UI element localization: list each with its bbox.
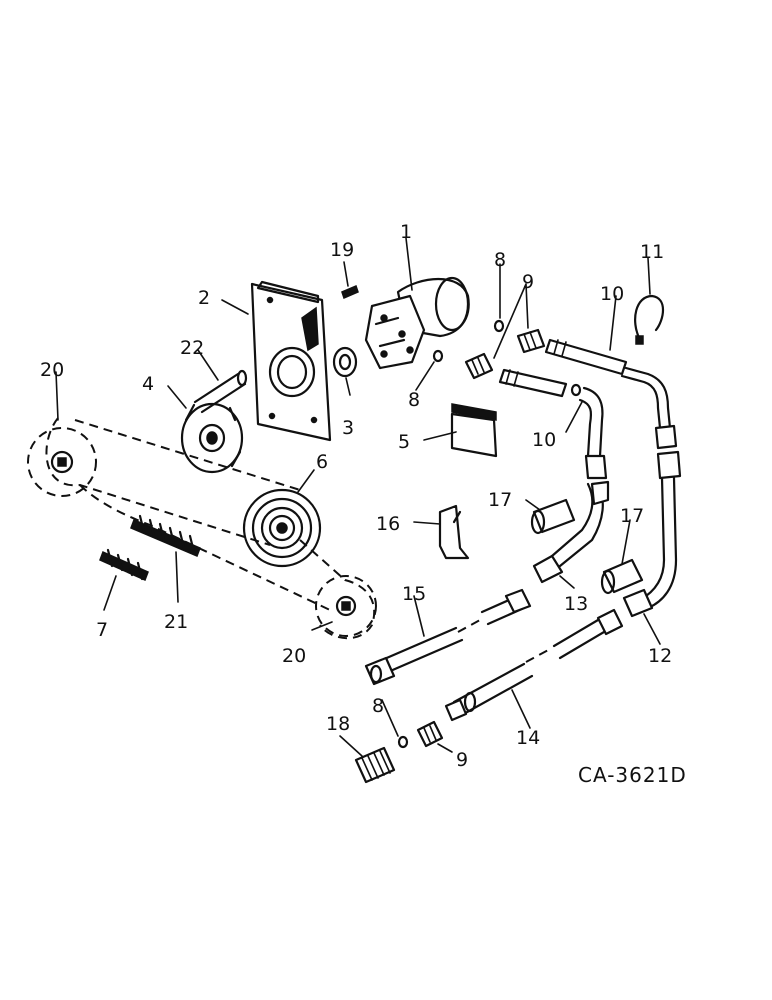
- callout-21: 21: [164, 611, 188, 633]
- callout-7: 7: [96, 619, 108, 641]
- shaft-22: [193, 369, 248, 414]
- elbow-tube-10-lower: [498, 368, 608, 480]
- callout-9-upper: 9: [522, 271, 534, 293]
- callout-10-upper: 10: [600, 283, 624, 305]
- callout-5: 5: [398, 431, 410, 453]
- nut-3: [332, 346, 358, 378]
- sprocket-20-left: [27, 427, 97, 497]
- bracket-16: [438, 504, 470, 560]
- callout-17-right: 17: [620, 505, 644, 527]
- o-ring-8-lower: [397, 735, 409, 749]
- key-19: [341, 284, 359, 300]
- mounting-plate-2: [250, 280, 332, 442]
- callout-3: 3: [342, 417, 354, 439]
- hydraulic-motor-1: [364, 276, 470, 370]
- callout-2: 2: [198, 287, 210, 309]
- callout-15: 15: [402, 583, 426, 605]
- callout-22: 22: [180, 337, 204, 359]
- callout-18: 18: [326, 713, 350, 735]
- callout-8-upper: 8: [494, 249, 506, 271]
- callout-11: 11: [640, 241, 664, 263]
- adapter-18: [354, 746, 396, 784]
- callout-8-middle: 8: [408, 389, 420, 411]
- callout-1: 1: [400, 221, 412, 243]
- clamp-11: [634, 294, 665, 345]
- leader-lines: [55, 237, 661, 757]
- callout-labels: 1 2 3 4 5 6 7 8 8 8 9 9 9 10 10 11 12 13…: [40, 221, 687, 787]
- callout-8-lower: 8: [372, 695, 384, 717]
- tube-13: [532, 480, 610, 584]
- sleeve-17-right: [600, 558, 644, 595]
- sprocket-6: [242, 488, 322, 568]
- fitting-9-upper-left: [464, 352, 494, 380]
- callout-4: 4: [142, 373, 154, 395]
- elbow-tube-10-upper: [544, 338, 678, 450]
- callout-12: 12: [648, 645, 672, 667]
- callout-9-lower: 9: [456, 749, 468, 771]
- callout-14: 14: [516, 727, 540, 749]
- sprocket-4: [180, 402, 244, 474]
- tube-15: [364, 588, 532, 686]
- o-ring-8-upper: [493, 319, 505, 333]
- callout-19: 19: [330, 239, 354, 261]
- fitting-9-lower: [416, 720, 444, 748]
- tube-12: [622, 450, 682, 618]
- drive-chain-outline: [45, 417, 376, 640]
- callout-20-left: 20: [40, 359, 64, 381]
- bracket-5: [450, 403, 498, 458]
- callout-20-right: 20: [282, 645, 306, 667]
- o-ring-8-middle: [432, 349, 444, 363]
- offset-link-7: [99, 548, 149, 582]
- drawing-code: CA-3621D: [578, 763, 687, 787]
- callout-13: 13: [564, 593, 588, 615]
- tube-14: [444, 608, 624, 722]
- callout-6: 6: [316, 451, 328, 473]
- callout-16: 16: [376, 513, 400, 535]
- sprocket-20-right: [315, 575, 377, 637]
- callout-17-left: 17: [488, 489, 512, 511]
- sleeve-17-left: [530, 498, 576, 535]
- fitting-9-upper-right: [516, 328, 546, 354]
- callout-10-lower: 10: [532, 429, 556, 451]
- chain-link-21: [130, 514, 201, 557]
